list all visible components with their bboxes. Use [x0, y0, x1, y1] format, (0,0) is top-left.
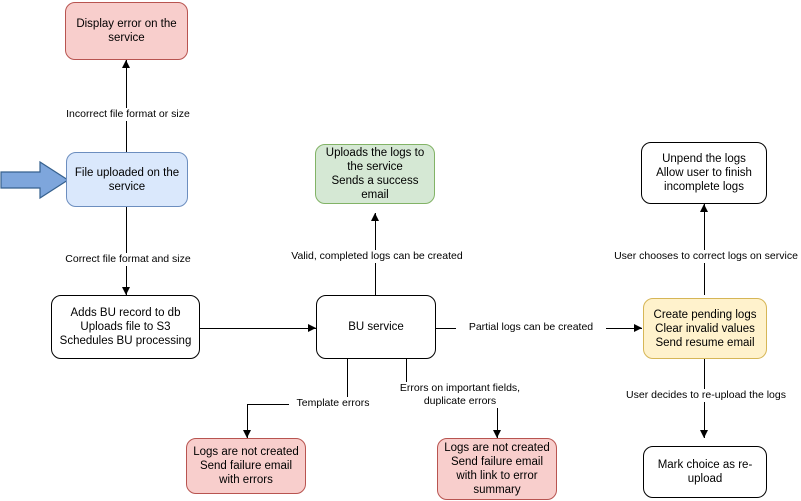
edge-upload-to-adds — [126, 207, 127, 295]
node-bu-service[interactable]: BU service — [316, 295, 436, 359]
arrowhead-bu-to-pending — [634, 323, 642, 332]
arrowhead-adds-to-bu — [308, 323, 316, 332]
edge-label-user-reuploads: User decides to re-upload the logs — [613, 389, 799, 402]
edge-label-correct-format: Correct file format and size — [56, 253, 200, 266]
node-adds-bu-record[interactable]: Adds BU record to db Uploads file to S3 … — [51, 295, 200, 359]
edge-label-valid-logs: Valid, completed logs can be created — [279, 250, 475, 263]
edge-adds-to-bu — [200, 328, 316, 329]
edge-label-template-errors: Template errors — [289, 397, 377, 410]
edge-label-partial-logs: Partial logs can be created — [456, 321, 606, 334]
edge-bu-to-logs2-seg1 — [406, 359, 407, 385]
node-uploads-logs[interactable]: Uploads the logs to the service Sends a … — [315, 144, 435, 204]
node-file-uploaded[interactable]: File uploaded on the service — [66, 152, 188, 207]
node-display-error[interactable]: Display error on the service — [65, 2, 188, 60]
edge-label-user-corrects: User chooses to correct logs on service — [604, 250, 801, 263]
edge-label-important-errors: Errors on important fields, duplicate er… — [393, 382, 527, 408]
edge-label-incorrect-format: Incorrect file format or size — [56, 108, 200, 121]
entry-block-arrow-icon — [0, 160, 70, 200]
node-create-pending-logs[interactable]: Create pending logs Clear invalid values… — [643, 298, 767, 359]
arrowhead-bu-to-uploads — [370, 213, 379, 221]
node-logs-not-created-fields[interactable]: Logs are not created Send failure email … — [437, 438, 557, 500]
edge-pending-to-unpend — [704, 204, 705, 295]
edge-upload-to-error — [126, 60, 127, 152]
arrowhead-bu-to-logs1 — [242, 430, 251, 438]
node-mark-reupload[interactable]: Mark choice as re- upload — [643, 446, 767, 498]
edge-bu-to-logs2-seg2 — [497, 404, 498, 438]
node-logs-not-created-template[interactable]: Logs are not created Send failure email … — [186, 438, 306, 494]
arrowhead-pending-to-mark — [699, 430, 708, 438]
edge-bu-to-logs1-seg1 — [347, 359, 348, 405]
arrowhead-upload-to-error — [121, 60, 130, 68]
edge-bu-to-logs1-seg3 — [247, 404, 248, 438]
arrowhead-pending-to-unpend — [699, 204, 708, 212]
arrowhead-upload-to-adds — [121, 287, 130, 295]
node-unpend-logs[interactable]: Unpend the logs Allow user to finish inc… — [641, 142, 767, 204]
arrowhead-bu-to-logs2 — [492, 430, 501, 438]
